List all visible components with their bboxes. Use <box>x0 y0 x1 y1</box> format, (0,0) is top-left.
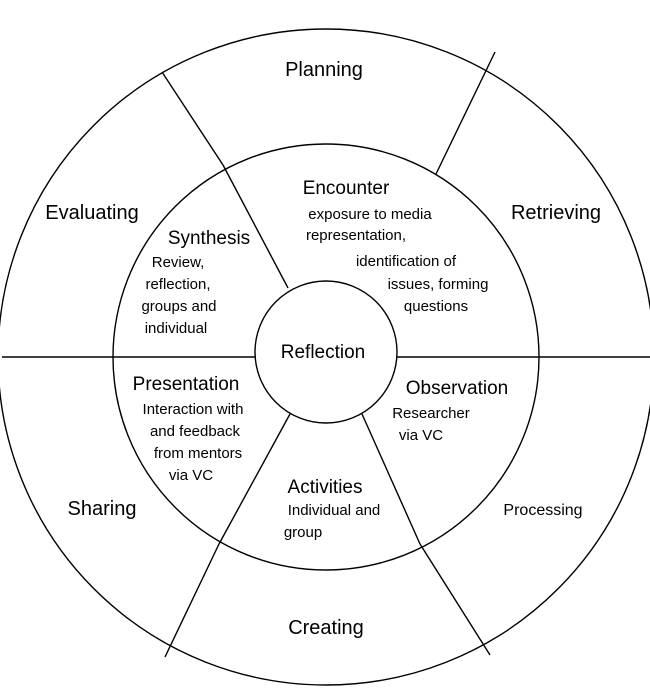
outer-label-evaluating: Evaluating <box>45 202 138 224</box>
presentation-line: via VC <box>169 467 213 484</box>
presentation-title: Presentation <box>133 374 240 395</box>
synthesis-line: individual <box>145 320 208 337</box>
activities-title: Activities <box>288 477 363 498</box>
synthesis-title: Synthesis <box>168 228 250 249</box>
synthesis-line: Review, <box>152 254 205 271</box>
spoke-observation-activities <box>361 413 421 545</box>
presentation-line: Interaction with <box>143 401 244 418</box>
spoke-planning-evaluating <box>161 71 224 166</box>
activities-line: group <box>284 524 322 541</box>
encounter-title: Encounter <box>303 178 390 199</box>
encounter-line: exposure to media <box>308 206 432 223</box>
spoke-synthesis-encounter <box>222 164 289 289</box>
synthesis-line: reflection, <box>145 276 210 293</box>
observation-title: Observation <box>406 378 508 399</box>
presentation-line: and feedback <box>150 423 241 440</box>
spoke-activities-presentation <box>218 413 291 545</box>
outer-circle <box>0 28 650 686</box>
encounter-line: issues, forming <box>388 276 489 293</box>
outer-label-creating: Creating <box>288 617 364 639</box>
outer-label-processing: Processing <box>503 502 582 519</box>
center-circle <box>254 280 398 424</box>
outer-label-retrieving: Retrieving <box>511 202 601 224</box>
spoke-processing-creating <box>419 543 491 656</box>
center-label: Reflection <box>281 342 366 363</box>
spoke-planning-retrieving <box>435 51 496 175</box>
observation-line: via VC <box>399 427 443 444</box>
activities-line: Individual and <box>288 502 381 519</box>
encounter-line: questions <box>404 298 468 315</box>
encounter-line: identification of <box>356 253 457 270</box>
encounter-line: representation, <box>306 227 406 244</box>
presentation-line: from mentors <box>154 445 242 462</box>
observation-line: Researcher <box>392 405 470 422</box>
outer-label-planning: Planning <box>285 59 363 81</box>
spoke-creating-sharing <box>164 543 220 658</box>
synthesis-line: groups and <box>141 298 216 315</box>
outer-label-sharing: Sharing <box>68 498 137 520</box>
